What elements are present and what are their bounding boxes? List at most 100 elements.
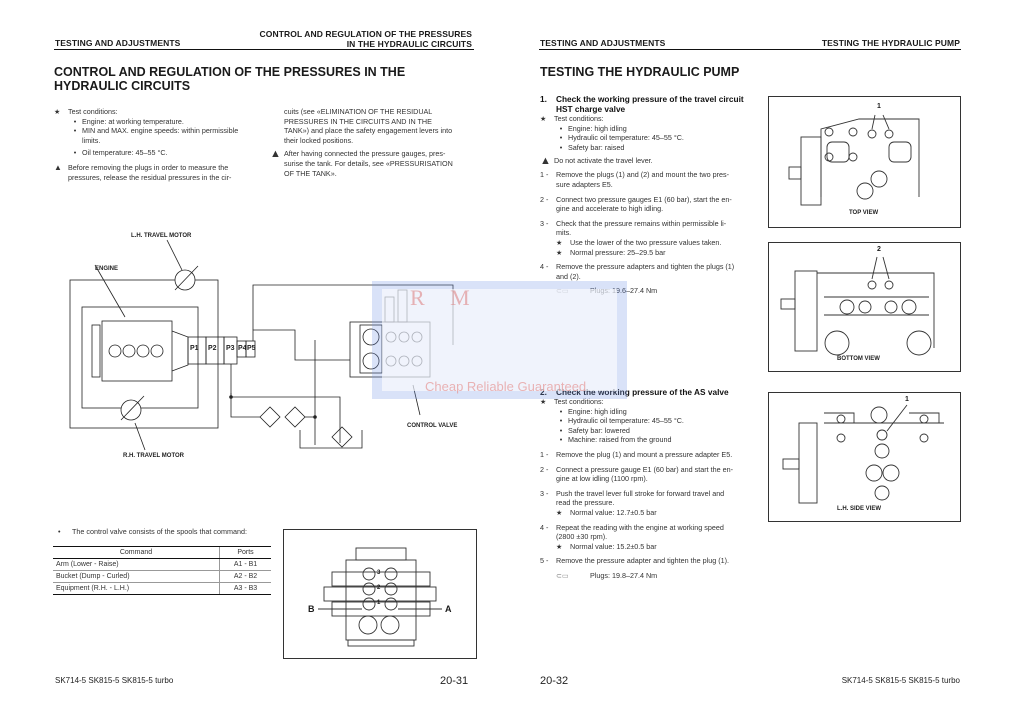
step-3: Push the travel lever full stroke for fo…	[556, 488, 725, 508]
header-topic-line1: CONTROL AND REGULATION OF THE PRESSURES	[259, 29, 472, 39]
inner-circuit-loop	[81, 306, 199, 409]
cell-command: Equipment (R.H. - L.H.)	[53, 582, 220, 595]
callout-1: 1	[877, 103, 881, 110]
step-2: Connect two pressure gauges E1 (60 bar),…	[556, 194, 732, 214]
bullet: •	[58, 527, 61, 536]
section2-number: 2.	[540, 387, 547, 397]
spool-label-1: 1	[377, 600, 381, 606]
cell-command: Arm (Lower - Raise)	[53, 558, 220, 571]
star-icon: ★	[540, 114, 547, 123]
table-row: Equipment (R.H. - L.H.)A3 - B3	[53, 582, 271, 595]
condition-item: MIN and MAX. engine speeds: within permi…	[82, 126, 239, 136]
engine-block	[101, 320, 173, 382]
table-row: Bucket (Dump - Curled)A2 - B2	[53, 570, 271, 583]
residual-pressure-continued: cuits (see «ELIMINATION OF THE RESIDUAL …	[284, 107, 453, 145]
test-conditions-label: Test conditions:	[554, 397, 604, 406]
test-conditions-block: ★Test conditions: •Engine: at working te…	[54, 107, 264, 182]
outer-circuit-loop	[69, 279, 219, 429]
spools-intro-text: The control valve consists of the spools…	[72, 527, 247, 536]
pump-top-view-drawing	[788, 114, 920, 206]
left-page-number: 20-31	[440, 675, 469, 687]
label-p5: P5	[247, 345, 256, 352]
header-topic-line2: IN THE HYDRAULIC CIRCUITS	[346, 39, 472, 49]
torque-spec: Plugs: 19.6–27.4 Nm	[590, 286, 658, 296]
watermark-logo-text: R M	[410, 285, 480, 310]
section1-block: 1. Check the working pressure of the trav…	[540, 94, 744, 296]
torque-wrench-icon: ⊂▭	[556, 570, 569, 580]
table-header-ports: Ports	[219, 546, 271, 559]
callout-2: 2	[877, 246, 881, 253]
section2-title: Check the working pressure of the AS val…	[556, 387, 729, 397]
caption-top-view: TOP VIEW	[849, 210, 879, 216]
table-row: Arm (Lower - Raise)A1 - B1	[53, 558, 271, 571]
left-column2-text: cuits (see «ELIMINATION OF THE RESIDUAL …	[270, 107, 478, 178]
title-line1: CONTROL AND REGULATION OF THE PRESSURES …	[54, 65, 406, 79]
bullet: •	[73, 126, 77, 136]
spools-intro: • The control valve consists of the spool…	[58, 527, 247, 537]
pump-bottom-view-figure: 2 BOTTOM VIEW	[768, 242, 961, 372]
port-label-a: A	[445, 604, 452, 614]
label-p4: P4	[238, 345, 247, 352]
caption-lh-side-view: L.H. SIDE VIEW	[837, 506, 882, 512]
label-control-valve: CONTROL VALVE	[407, 423, 458, 429]
step-2: Connect a pressure gauge E1 (60 bar) and…	[556, 464, 733, 484]
left-running-header-topic: CONTROL AND REGULATION OF THE PRESSURES …	[260, 29, 472, 49]
torque-spec: Plugs: 19.8–27.4 Nm	[590, 570, 658, 580]
table-header-command: Command	[53, 546, 220, 559]
test-conditions-label: Test conditions:	[554, 114, 604, 123]
warning-triangle-icon: ▲	[270, 148, 281, 161]
section2-block: 2. Check the working pressure of the AS v…	[540, 387, 733, 580]
label-rh-travel-motor: R.H. TRAVEL MOTOR	[123, 453, 185, 459]
warning-travel-lever: Do not activate the travel lever.	[554, 156, 653, 166]
right-running-header-topic: TESTING THE HYDRAULIC PUMP	[821, 38, 960, 48]
bullet: •	[73, 116, 77, 126]
label-engine: ENGINE	[95, 266, 119, 272]
spool-command-table: Command Ports Arm (Lower - Raise)A1 - B1…	[53, 546, 271, 595]
bullet: •	[73, 148, 77, 158]
step-3: Check that the pressure remains within p…	[556, 218, 727, 238]
left-page-title: CONTROL AND REGULATION OF THE PRESSURES …	[54, 65, 405, 93]
note-normal-pressure: Normal pressure: 25–29.5 bar	[570, 247, 666, 257]
condition-item-cont: limits.	[82, 135, 101, 145]
condition-item: Safety bar: raised	[568, 142, 625, 152]
callout-1: 1	[905, 396, 909, 403]
pump-bottom-view-drawing	[780, 256, 935, 356]
port-label-b: B	[308, 604, 315, 614]
right-footer-models: SK714-5 SK815-5 SK815-5 turbo	[841, 676, 960, 685]
pump-top-view-figure: 1 TOP VIEW	[768, 96, 961, 228]
section1-title: Check the working pressure of the travel…	[556, 94, 744, 114]
step-1: Remove the plug (1) and mount a pressure…	[556, 449, 733, 459]
pump-side-view-figure: 1 L.H. SIDE VIEW	[768, 392, 961, 522]
watermark-slogan: Cheap Reliable Guaranteed	[425, 379, 587, 394]
condition-item: Oil temperature: 45–55 °C.	[82, 148, 168, 158]
condition-item: Machine: raised from the ground	[568, 435, 672, 445]
condition-item: Hydraulic oil temperature: 45–55 °C.	[568, 416, 684, 426]
cell-ports: A2 - B2	[219, 570, 271, 583]
step-4: Remove the pressure adapters and tighten…	[556, 262, 735, 281]
right-running-header: TESTING AND ADJUSTMENTS	[540, 38, 666, 48]
control-valve-figure: 3 2 1 B A	[283, 529, 477, 659]
label-p3: P3	[226, 345, 235, 352]
cell-command: Bucket (Dump - Curled)	[53, 570, 220, 583]
label-p1: P1	[190, 345, 199, 352]
section1-number: 1.	[540, 94, 547, 104]
left-footer-models: SK714-5 SK815-5 SK815-5 turbo	[55, 676, 174, 685]
caption-bottom-view: BOTTOM VIEW	[837, 356, 880, 362]
star-icon: ★	[54, 107, 61, 116]
engine-fan	[91, 324, 101, 378]
spool-label-3: 3	[377, 570, 381, 576]
note-lower-value: Use the lower of the two pressure values…	[570, 237, 722, 247]
right-header-rule	[539, 49, 961, 50]
left-running-header: TESTING AND ADJUSTMENTS	[55, 38, 181, 48]
note-normal-value: Normal value: 12.7±0.5 bar	[570, 507, 657, 517]
cell-ports: A1 - B1	[219, 558, 271, 571]
right-page-number: 20-32	[540, 675, 569, 687]
condition-item: Engine: at working temperature.	[82, 116, 184, 126]
pressure-warning-icon: ▲	[54, 162, 62, 172]
warning-residual-pressure: Before removing the plugs in order to me…	[68, 162, 232, 182]
condition-item: Safety bar: lowered	[568, 425, 630, 435]
right-page-title: TESTING THE HYDRAULIC PUMP	[540, 65, 740, 79]
left-header-rule	[54, 49, 474, 50]
condition-item: Engine: high idling	[568, 406, 627, 416]
warning-pressurise-tank: After having connected the pressure gaug…	[284, 149, 453, 178]
